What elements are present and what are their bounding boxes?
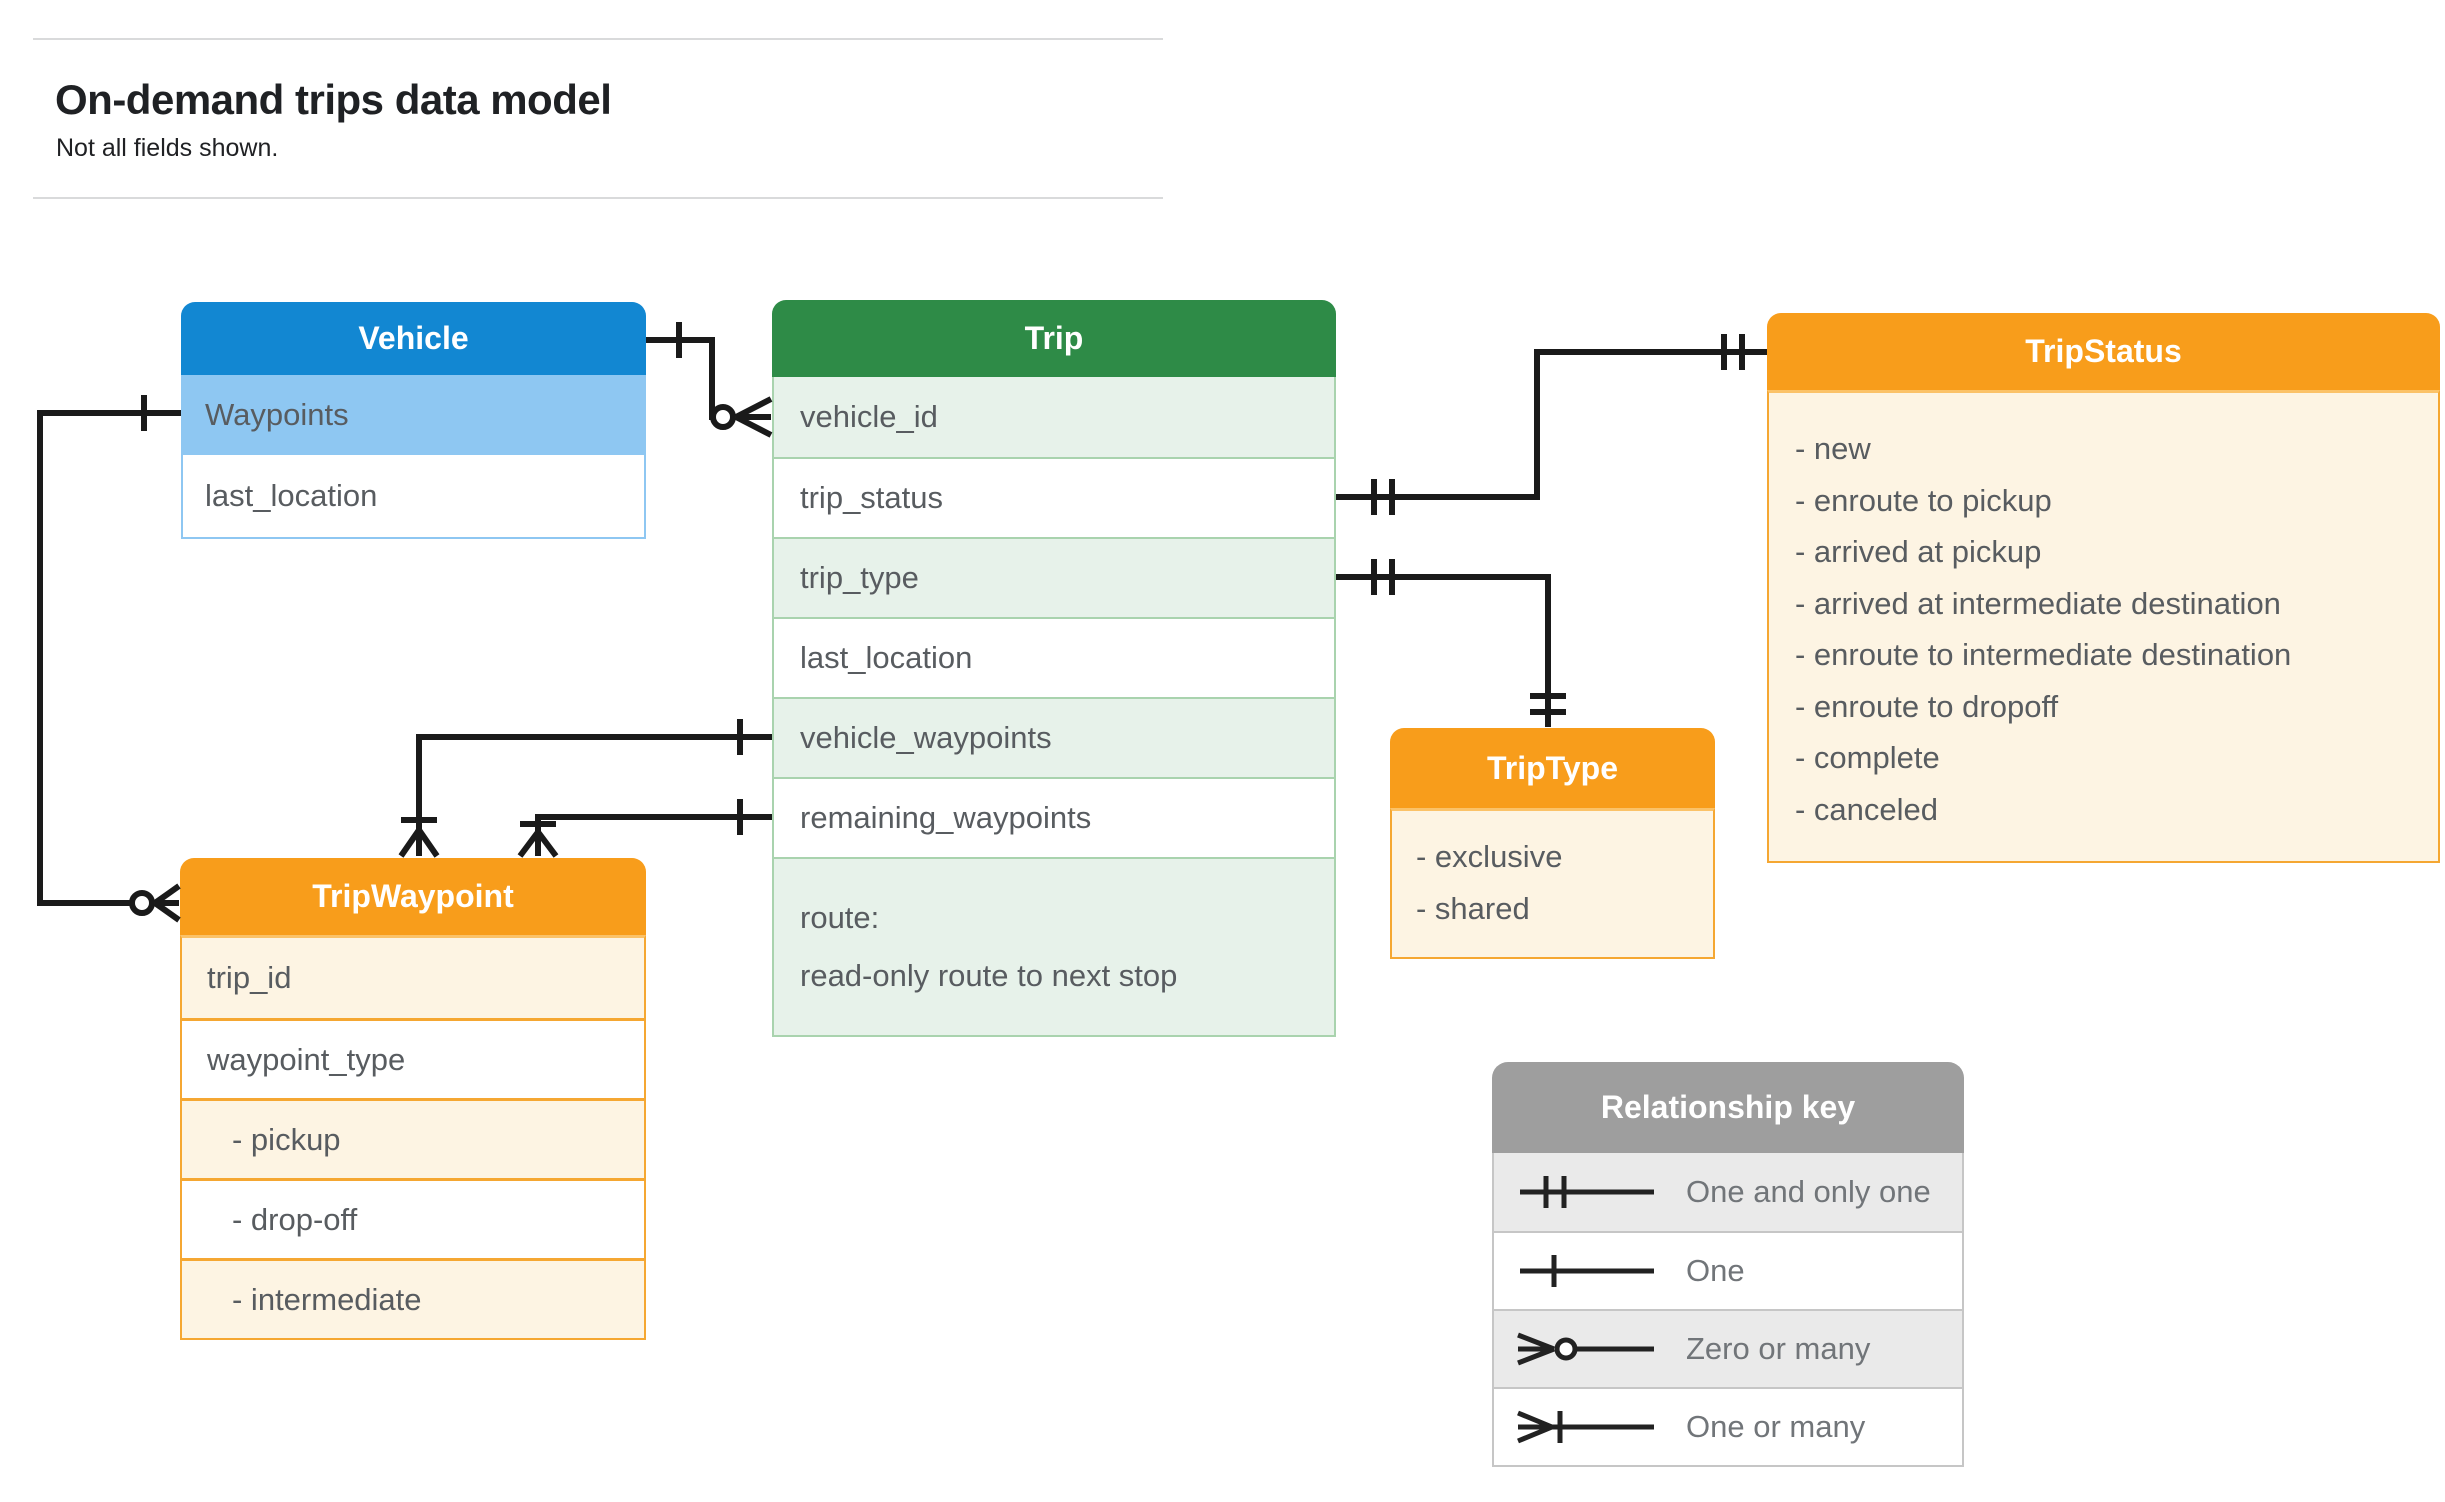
trip-waypoint-row-trip-id: trip_id: [182, 938, 644, 1018]
trip-row-trip-type: trip_type: [774, 537, 1334, 617]
connector-vehicle-waypoints-tripwaypoint: [37, 395, 181, 923]
entity-trip-title: Trip: [772, 300, 1336, 377]
entity-trip-type: TripType - exclusive - shared: [1390, 728, 1715, 959]
entity-vehicle: Vehicle Waypoints last_location: [181, 302, 646, 539]
page-title: On-demand trips data model: [55, 76, 612, 123]
trip-waypoint-row-drop-off: - drop-off: [182, 1178, 644, 1258]
relationship-key: Relationship key One and only one One: [1492, 1062, 1964, 1467]
trip-row-route: route: read-only route to next stop: [774, 857, 1334, 1035]
trip-status-item-arrived-pickup: - arrived at pickup: [1795, 534, 2042, 569]
legend-row-one: One: [1494, 1231, 1962, 1309]
trip-waypoint-row-intermediate: - intermediate: [182, 1258, 644, 1338]
trip-status-item-enroute-dropoff: - enroute to dropoff: [1795, 688, 2059, 724]
trip-status-item-complete: - complete: [1795, 740, 1940, 775]
trip-row-vehicle-waypoints: vehicle_waypoints: [774, 697, 1334, 777]
connector-trip-status-tripstatus: [1336, 334, 1767, 515]
vehicle-row-last-location: last_location: [183, 455, 644, 537]
legend-row-one-and-only-one: One and only one: [1494, 1153, 1962, 1231]
entity-trip-waypoint-title: TripWaypoint: [180, 858, 646, 935]
legend-label: Zero or many: [1686, 1331, 1871, 1366]
trip-type-item-shared: - shared: [1416, 891, 1530, 926]
legend-label: One and only one: [1686, 1174, 1931, 1209]
one-symbol: [1520, 1255, 1654, 1287]
bottom-divider: [33, 197, 1163, 199]
trip-status-item-new: - new: [1795, 431, 1871, 466]
entity-trip-waypoint: TripWaypoint trip_id waypoint_type - pic…: [180, 858, 646, 1340]
legend-label: One: [1686, 1253, 1745, 1288]
relationship-key-title: Relationship key: [1492, 1062, 1964, 1153]
trip-type-item-exclusive: - exclusive: [1416, 839, 1563, 874]
trip-row-trip-status: trip_status: [774, 457, 1334, 537]
trip-waypoint-row-pickup: - pickup: [182, 1098, 644, 1178]
one-and-only-one-symbol: [1520, 1176, 1654, 1208]
connector-trip-type-triptype: [1336, 559, 1566, 727]
trip-row-route-label: route:: [800, 900, 880, 935]
zero-or-many-symbol: [1517, 1332, 1654, 1366]
entity-trip: Trip vehicle_id trip_status trip_type la…: [772, 300, 1336, 1037]
connector-vehicle-waypoints-field-tripwaypoint: [398, 719, 772, 858]
trip-status-item-arrived-intermediate: - arrived at intermediate destination: [1795, 585, 2281, 621]
page-subtitle: Not all fields shown.: [56, 134, 279, 162]
legend-row-one-or-many: One or many: [1494, 1387, 1962, 1465]
vehicle-row-waypoints: Waypoints: [183, 375, 644, 455]
trip-status-item-enroute-intermediate: - enroute to intermediate destination: [1795, 637, 2292, 672]
trip-row-vehicle-id: vehicle_id: [774, 377, 1334, 457]
connector-vehicle-trip: [646, 322, 773, 438]
trip-status-item-canceled: - canceled: [1795, 791, 1939, 827]
entity-trip-type-title: TripType: [1390, 728, 1715, 808]
trip-status-item-enroute-pickup: - enroute to pickup: [1795, 482, 2052, 518]
connector-remaining-waypoints-tripwaypoint: [517, 799, 772, 858]
entity-trip-status: TripStatus - new - enroute to pickup - a…: [1767, 313, 2440, 863]
entity-vehicle-title: Vehicle: [181, 302, 646, 375]
legend-label: One or many: [1686, 1409, 1866, 1444]
entity-trip-status-title: TripStatus: [1767, 313, 2440, 390]
trip-row-remaining-waypoints: remaining_waypoints: [774, 777, 1334, 857]
one-or-many-symbol: [1517, 1410, 1654, 1444]
top-divider: [33, 38, 1163, 40]
legend-row-zero-or-many: Zero or many: [1494, 1309, 1962, 1387]
trip-waypoint-row-waypoint-type: waypoint_type: [182, 1018, 644, 1098]
trip-row-route-description: read-only route to next stop: [800, 958, 1178, 993]
trip-row-last-location: last_location: [774, 617, 1334, 697]
